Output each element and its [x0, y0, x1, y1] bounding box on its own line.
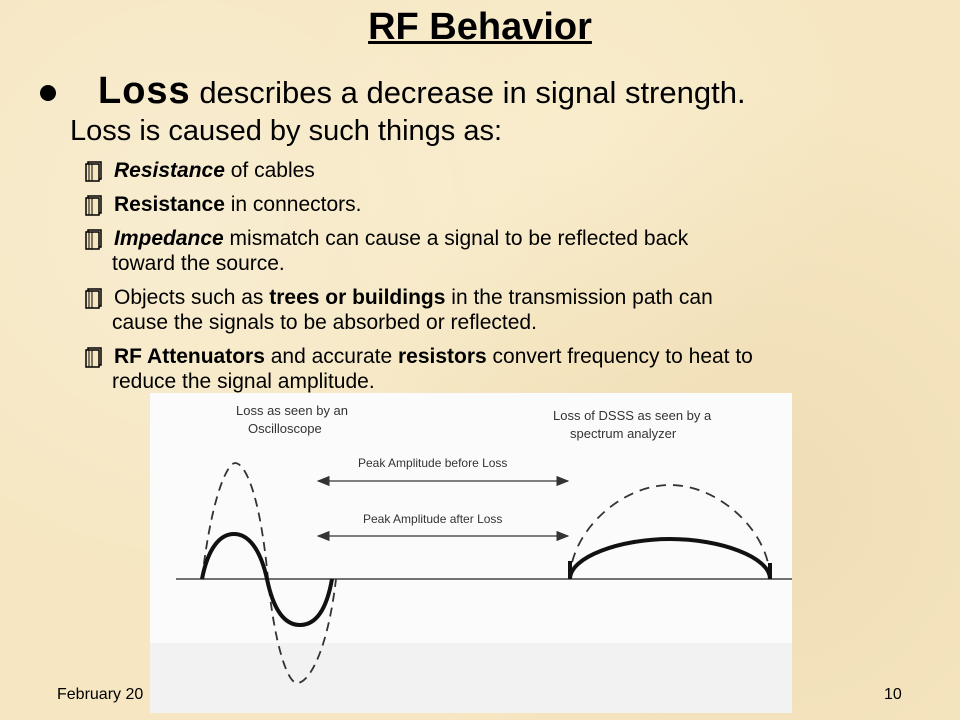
- arrow-label-after: Peak Amplitude after Loss: [363, 512, 502, 526]
- item-continuation: reduce the signal amplitude.: [112, 370, 375, 393]
- page-number: 10: [884, 686, 902, 703]
- item-keyword: trees or buildings: [269, 286, 446, 309]
- list-item: Resistance of cables: [84, 158, 944, 183]
- label-spectrum-1: Loss of DSSS as seen by a: [553, 408, 712, 423]
- notepad-icon: [85, 288, 102, 309]
- item-continuation: toward the source.: [112, 252, 285, 275]
- item-keyword-2: resistors: [397, 345, 487, 368]
- loss-diagram-svg: Loss as seen by an Oscilloscope Loss of …: [150, 393, 792, 713]
- item-text: in the transmission path can: [445, 286, 713, 309]
- item-text: and accurate: [264, 345, 398, 368]
- list-item: Impedance mismatch can cause a signal to…: [84, 226, 944, 276]
- item-text: in connectors.: [224, 193, 362, 216]
- notepad-icon: [85, 229, 102, 250]
- item-text-2: convert frequency to heat to: [486, 345, 753, 368]
- label-oscilloscope-1: Loss as seen by an: [236, 403, 348, 418]
- list-item: RF Attenuators and accurate resistors co…: [84, 344, 944, 394]
- notepad-icon: [85, 161, 102, 182]
- list-item: Resistance in connectors.: [84, 192, 944, 217]
- item-text: mismatch can cause a signal to be reflec…: [223, 227, 689, 250]
- list-item: Objects such as trees or buildings in th…: [84, 285, 944, 335]
- arrow-label-before: Peak Amplitude before Loss: [358, 456, 507, 470]
- footer-date: February 20: [57, 686, 144, 703]
- spectrum-original-hump: [569, 484, 771, 580]
- slide-title: RF Behavior: [368, 6, 592, 48]
- label-spectrum-2: spectrum analyzer: [570, 426, 677, 441]
- main-bullet-line2: Loss is caused by such things as:: [70, 115, 503, 147]
- main-bullet-line1: Loss describes a decrease in signal stre…: [98, 72, 746, 112]
- loss-term: Loss: [98, 70, 191, 112]
- item-text: of cables: [224, 159, 315, 182]
- loss-diagram: Loss as seen by an Oscilloscope Loss of …: [150, 393, 792, 713]
- spectrum-attenuated-hump: [568, 536, 772, 580]
- loss-causes-list: Resistance of cables Resistance in conne…: [84, 158, 944, 403]
- item-keyword: RF Attenuators: [114, 345, 265, 368]
- notepad-icon: [85, 195, 102, 216]
- main-bullet-text: describes a decrease in signal strength.: [190, 75, 746, 110]
- label-oscilloscope-2: Oscilloscope: [248, 421, 322, 436]
- oscilloscope-attenuated-wave: [200, 531, 334, 628]
- item-keyword: Impedance: [114, 227, 224, 250]
- item-text-pre: Objects such as: [114, 286, 270, 309]
- item-continuation: cause the signals to be absorbed or refl…: [112, 311, 537, 334]
- notepad-icon: [85, 347, 102, 368]
- bullet-dot-icon: [40, 85, 56, 101]
- figure-lower-shade: [150, 643, 792, 713]
- item-keyword: Resistance: [114, 159, 225, 182]
- item-keyword: Resistance: [114, 193, 225, 216]
